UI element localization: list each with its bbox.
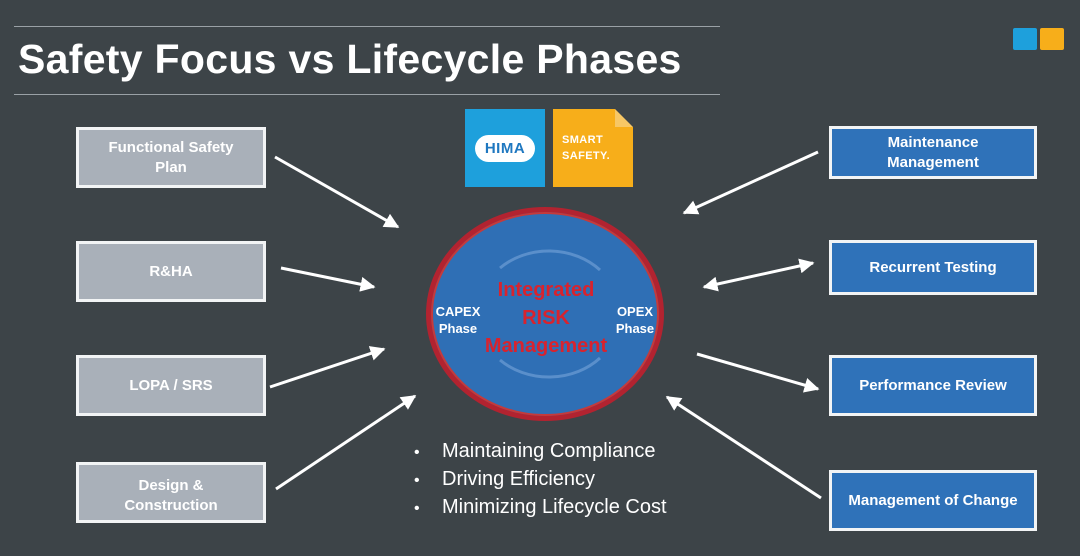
opex-line-2: Phase (615, 321, 655, 336)
page-title: Safety Focus vs Lifecycle Phases (18, 36, 682, 82)
management-of-change-label: Management of Change (848, 491, 1018, 509)
recurrent-testing-label: Recurrent Testing (869, 258, 997, 276)
capex-line-1: CAPEX (435, 304, 481, 319)
design-construction-box: Design & Construction (76, 462, 266, 523)
hima-logo: HIMA (465, 109, 545, 187)
cycle-arrow-top (499, 249, 602, 272)
bullet-item: Driving Efficiency (414, 466, 667, 494)
arrow-maintenance-management (682, 150, 819, 215)
benefit-bullet-list: Maintaining Compliance Driving Efficienc… (414, 438, 667, 522)
smart-safety-fold (615, 109, 633, 127)
arrow-recurrent-testing (702, 258, 815, 292)
title-top-rule (14, 26, 720, 27)
capex-phase-label: CAPEX Phase (430, 303, 486, 337)
rha-label: R&HA (149, 262, 193, 280)
capex-line-2: Phase (438, 321, 478, 336)
rha-box: R&HA (76, 241, 266, 302)
arrow-management-of-change (665, 395, 822, 500)
design-construction-label: Design & Construction (124, 477, 218, 514)
smart-safety-line-2: SAFETY. (562, 150, 611, 162)
smart-safety-line-1: SMART (562, 134, 604, 146)
functional-safety-plan-label: Functional Safety Plan (108, 138, 234, 176)
arrow-rha (280, 266, 376, 292)
cycle-arrow-bottom (499, 356, 602, 379)
center-line-3: Management (484, 335, 608, 357)
management-of-change-box: Management of Change (829, 470, 1037, 531)
center-line-1: Integrated (497, 279, 595, 301)
arrow-design-construction (275, 394, 417, 491)
recurrent-testing-box: Recurrent Testing (829, 240, 1037, 295)
corner-logo-blue (1013, 28, 1037, 50)
arrow-lopa-srs (269, 346, 386, 389)
functional-safety-plan-box: Functional Safety Plan (76, 127, 266, 188)
hima-logo-text: HIMA (474, 134, 536, 162)
integrated-risk-management-text: Integrated RISK Management (456, 276, 636, 360)
title-bottom-rule (14, 94, 720, 95)
smart-safety-logo: SMART SAFETY. (553, 109, 633, 187)
opex-phase-label: OPEX Phase (608, 303, 662, 337)
maintenance-management-label: Maintenance Management (887, 133, 979, 171)
performance-review-label: Performance Review (859, 376, 1007, 394)
center-line-2: RISK (522, 307, 570, 329)
performance-review-box: Performance Review (829, 355, 1037, 416)
arrow-functional-safety-plan (274, 155, 400, 229)
arrow-performance-review (696, 352, 820, 393)
bullet-item: Maintaining Compliance (414, 438, 667, 466)
maintenance-management-box: Maintenance Management (829, 126, 1037, 179)
integrated-risk-circle (426, 207, 664, 421)
opex-line-1: OPEX (616, 304, 654, 319)
corner-logo-yellow (1040, 28, 1064, 50)
lopa-srs-box: LOPA / SRS (76, 355, 266, 416)
lopa-srs-label: LOPA / SRS (129, 376, 213, 394)
bullet-item: Minimizing Lifecycle Cost (414, 494, 667, 522)
